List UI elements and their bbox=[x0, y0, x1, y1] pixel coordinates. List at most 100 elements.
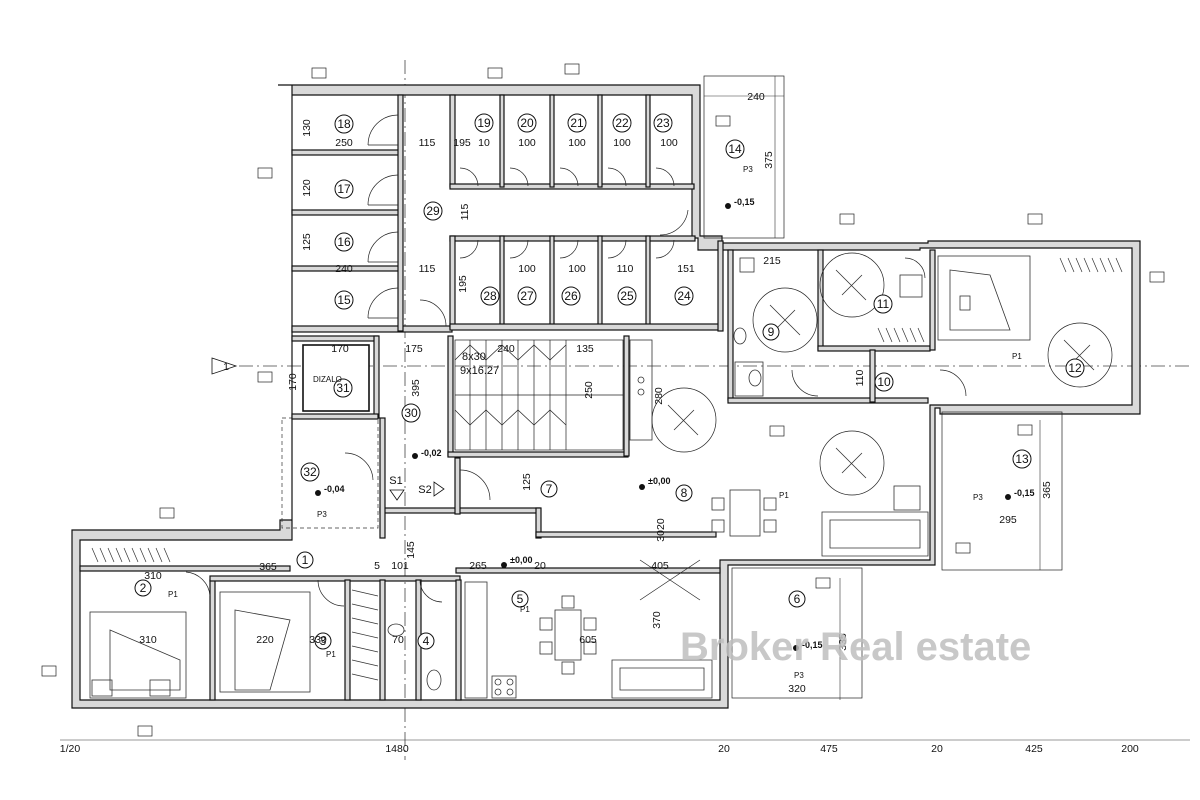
tag-markers bbox=[41, 63, 1165, 737]
stair-run bbox=[454, 339, 624, 451]
outer-wall-upper-wing bbox=[71, 84, 1141, 709]
dim-115a: 115 bbox=[419, 137, 436, 149]
dim-265: 265 bbox=[469, 560, 487, 572]
dim-100f: 100 bbox=[568, 263, 586, 275]
svg-text:P1: P1 bbox=[520, 605, 530, 614]
level-marker-30: -0,02 bbox=[412, 448, 442, 459]
svg-text:26: 26 bbox=[564, 289, 578, 303]
section-marker-s2: S2 bbox=[418, 481, 445, 497]
room-marker-14: 14 bbox=[725, 139, 745, 159]
svg-text:P1: P1 bbox=[168, 590, 178, 599]
dim-330: 330 bbox=[309, 634, 327, 646]
room-marker-26: 26 bbox=[561, 286, 581, 306]
door-swings bbox=[185, 114, 967, 607]
room-marker-18: 18 bbox=[334, 114, 354, 134]
svg-text:15: 15 bbox=[337, 293, 351, 307]
room-marker-19: 19 bbox=[474, 113, 494, 133]
svg-text:29: 29 bbox=[426, 204, 440, 218]
level-marker-5: ±0,00 bbox=[501, 555, 532, 568]
dim-151: 151 bbox=[677, 263, 695, 275]
dim-365b: 365 bbox=[259, 561, 277, 573]
dim-240c: 240 bbox=[497, 343, 515, 355]
svg-text:8: 8 bbox=[681, 486, 688, 500]
room-marker-1: 1 bbox=[296, 551, 314, 569]
level-markers: -0,15 -0,02 -0,04 ±0,00 ±0,00 -0,15 -0,1… bbox=[315, 197, 1035, 651]
dim-110: 110 bbox=[617, 263, 634, 275]
svg-text:S1: S1 bbox=[389, 475, 402, 487]
terrace-6-outline bbox=[731, 567, 863, 699]
dim-bottom-20a: 20 bbox=[718, 743, 730, 755]
room-marker-6: 6 bbox=[788, 590, 806, 608]
svg-text:10: 10 bbox=[877, 375, 891, 389]
svg-text:-0,15: -0,15 bbox=[1014, 488, 1035, 498]
dim-375: 375 bbox=[763, 151, 775, 169]
svg-text:31: 31 bbox=[336, 381, 350, 395]
room-marker-5: 5 bbox=[511, 590, 529, 608]
svg-text:P3: P3 bbox=[317, 510, 327, 519]
room-marker-31: 31 bbox=[333, 378, 353, 398]
dim-240-top: 240 bbox=[747, 91, 765, 103]
axis-marker-label: 1 bbox=[223, 361, 229, 373]
stair-label-steps: 8x30 bbox=[462, 351, 486, 363]
room-marker-15: 15 bbox=[334, 290, 354, 310]
dim-110b: 110 bbox=[854, 369, 866, 386]
svg-text:5: 5 bbox=[517, 592, 524, 606]
svg-text:3: 3 bbox=[320, 634, 327, 648]
room-markers: 1 2 3 4 5 6 7 8 9 10 11 12 13 14 15 16 1… bbox=[134, 113, 1085, 650]
dim-250b: 250 bbox=[583, 381, 595, 399]
section-marker-s1: S1 bbox=[389, 475, 405, 501]
dim-195a: 195 bbox=[453, 137, 471, 149]
stair-label-riser: 9x16.27 bbox=[460, 365, 499, 377]
room-marker-32: 32 bbox=[300, 462, 320, 482]
dim-70: 70 bbox=[392, 634, 404, 646]
room-marker-9: 9 bbox=[762, 323, 780, 341]
svg-text:28: 28 bbox=[483, 289, 497, 303]
dim-310a: 310 bbox=[144, 570, 162, 582]
svg-text:6: 6 bbox=[794, 592, 801, 606]
dim-5: 5 bbox=[374, 560, 380, 572]
room-marker-10: 10 bbox=[874, 372, 894, 392]
svg-text:11: 11 bbox=[877, 297, 890, 311]
svg-text:P3: P3 bbox=[973, 493, 983, 502]
svg-text:13: 13 bbox=[1015, 452, 1029, 466]
dim-100c: 100 bbox=[613, 137, 631, 149]
room-marker-8: 8 bbox=[675, 484, 693, 502]
dim-115c: 115 bbox=[419, 263, 436, 275]
room-marker-23: 23 bbox=[653, 113, 673, 133]
dim-115b: 115 bbox=[459, 203, 471, 220]
dim-335: 335 bbox=[837, 633, 849, 651]
dim-250: 250 bbox=[335, 137, 353, 149]
dim-3020: 3020 bbox=[655, 518, 667, 542]
svg-text:12: 12 bbox=[1068, 361, 1082, 375]
svg-text:24: 24 bbox=[677, 289, 691, 303]
elevator-label: DIZALO bbox=[313, 375, 342, 384]
level-marker-8: ±0,00 bbox=[639, 476, 670, 490]
inner-walls bbox=[79, 94, 936, 701]
dim-100e: 100 bbox=[518, 263, 536, 275]
dim-bottom-1480: 1480 bbox=[385, 743, 409, 755]
svg-text:18: 18 bbox=[337, 117, 351, 131]
svg-text:22: 22 bbox=[615, 116, 629, 130]
dim-170a: 170 bbox=[331, 343, 349, 355]
dimension-lines bbox=[60, 76, 1190, 741]
floor-tags: P1 P1 P1 P1 P1 P3 P3 P3 P3 bbox=[168, 165, 1022, 680]
dim-370: 370 bbox=[651, 611, 663, 629]
svg-text:-0,15: -0,15 bbox=[734, 197, 755, 207]
room-marker-2: 2 bbox=[134, 579, 152, 597]
watermark-text: Broker Real estate bbox=[680, 625, 1031, 669]
svg-text:-0,15: -0,15 bbox=[802, 640, 823, 650]
svg-text:-0,04: -0,04 bbox=[324, 484, 345, 494]
dim-bottom-200: 200 bbox=[1121, 743, 1139, 755]
svg-text:P1: P1 bbox=[326, 650, 336, 659]
svg-text:-0,02: -0,02 bbox=[421, 448, 442, 458]
svg-text:±0,00: ±0,00 bbox=[648, 476, 670, 486]
level-marker-32: -0,04 bbox=[315, 484, 345, 496]
wheelchair-circles bbox=[651, 252, 1113, 496]
dim-100b: 100 bbox=[568, 137, 586, 149]
dim-395: 395 bbox=[410, 379, 422, 397]
svg-text:30: 30 bbox=[404, 406, 418, 420]
room-marker-21: 21 bbox=[567, 113, 587, 133]
room-marker-30: 30 bbox=[401, 403, 421, 423]
svg-text:±0,00: ±0,00 bbox=[510, 555, 532, 565]
dim-170b: 170 bbox=[287, 373, 299, 391]
